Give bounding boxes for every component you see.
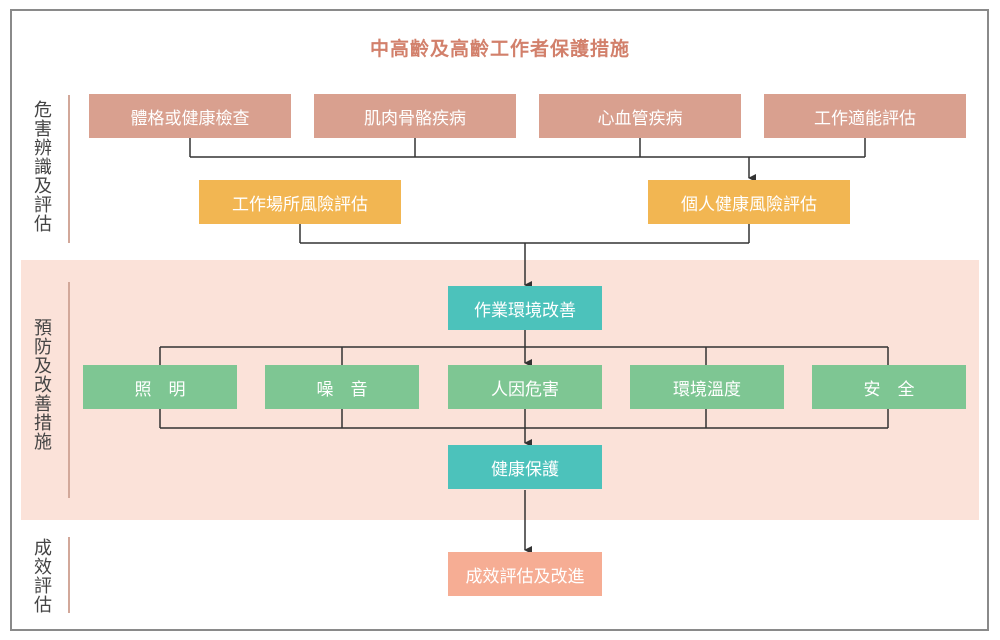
- measure-box-environment-temperature: 環境溫度: [630, 365, 784, 409]
- health-protection-box: 健康保護: [448, 445, 602, 489]
- section-label-prevention: 預防及改善措施: [31, 318, 52, 451]
- measure-box-lighting: 照 明: [83, 365, 237, 409]
- measure-box-noise: 噪 音: [265, 365, 419, 409]
- hazard-box-work-ability: 工作適能評估: [764, 94, 966, 138]
- measure-box-safety: 安 全: [812, 365, 966, 409]
- measure-box-ergonomic-hazard: 人因危害: [448, 365, 602, 409]
- evaluation-improvement-box: 成效評估及改進: [448, 552, 602, 596]
- hazard-box-cardiovascular: 心血管疾病: [539, 94, 741, 138]
- section-divider-outcome: [68, 537, 70, 613]
- diagram-title: 中高齡及高齡工作者保護措施: [369, 38, 630, 60]
- section-divider-prevention: [68, 282, 70, 498]
- hazard-box-physical-exam: 體格或健康檢查: [89, 94, 291, 138]
- hazard-box-musculoskeletal: 肌肉骨骼疾病: [314, 94, 516, 138]
- section-divider-hazard: [68, 95, 70, 243]
- workplace-risk-assessment-box: 工作場所風險評估: [199, 180, 401, 224]
- work-environment-improvement-box: 作業環境改善: [448, 286, 602, 330]
- section-label-outcome: 成效評估: [31, 538, 52, 614]
- personal-health-risk-assessment-box: 個人健康風險評估: [648, 180, 850, 224]
- section-label-hazard: 危害辨識及評估: [31, 100, 52, 233]
